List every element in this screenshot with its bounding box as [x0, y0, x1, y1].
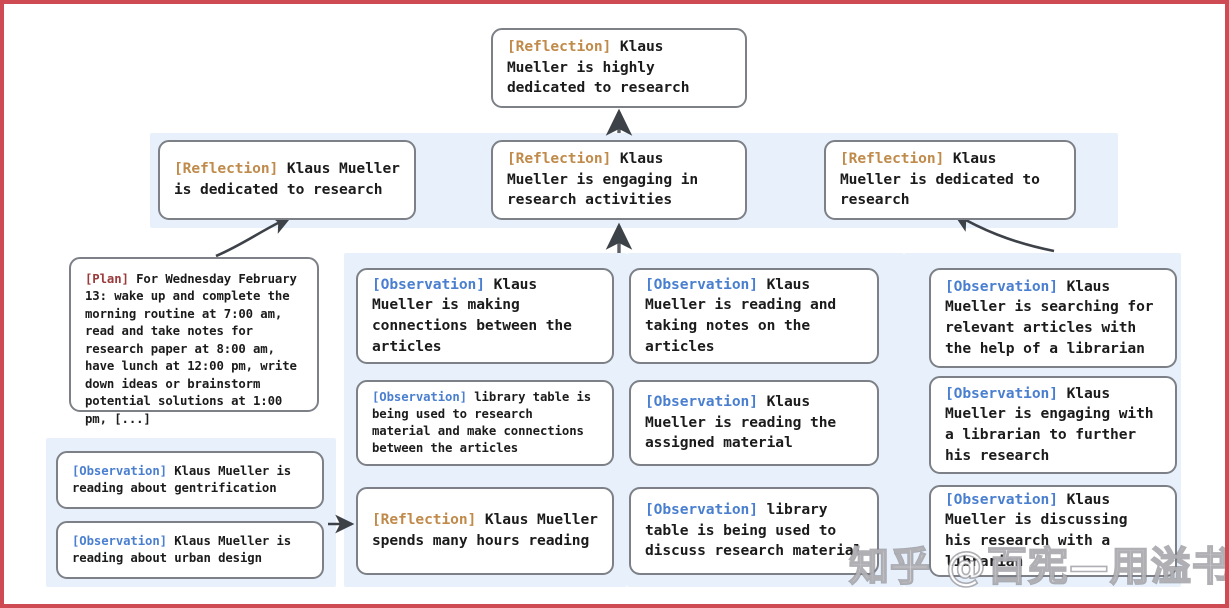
- node-reflection-right-body: Klaus Mueller is dedicated to research: [840, 149, 1049, 209]
- node-observation-library-table-connections-body: library table is being used to research …: [372, 390, 599, 455]
- node-reflection-middle-body: Klaus Mueller is engaging in research ac…: [507, 149, 707, 209]
- node-observation-discussing-librarian[interactable]: [Observation] Klaus Mueller is discussin…: [929, 485, 1177, 577]
- tag-reflection: [Reflection]: [507, 37, 612, 55]
- tag-reflection: [Reflection]: [840, 149, 945, 167]
- tag-observation: [Observation]: [372, 390, 467, 405]
- node-observation-gentrification-body: Klaus Mueller is reading about gentrific…: [72, 463, 299, 495]
- node-plan[interactable]: [Plan] For Wednesday February 13: wake u…: [69, 257, 319, 426]
- node-reflection-many-hours[interactable]: [Reflection] Klaus Mueller spends many h…: [356, 487, 614, 575]
- node-observation-library-table-discuss-body: library table is being used to discuss r…: [645, 500, 863, 560]
- tag-plan: [Plan]: [85, 272, 129, 286]
- node-reflection-right-text: [Reflection] Klaus Mueller is dedicated …: [840, 149, 1060, 211]
- node-observation-engaging-librarian-text: [Observation] Klaus Mueller is engaging …: [945, 384, 1161, 467]
- node-observation-gentrification[interactable]: [Observation] Klaus Mueller is reading a…: [56, 451, 324, 509]
- node-observation-assigned-material-text: [Observation] Klaus Mueller is reading t…: [645, 392, 863, 454]
- node-reflection-middle[interactable]: [Reflection] Klaus Mueller is engaging i…: [491, 140, 747, 220]
- node-reflection-many-hours-body: Klaus Mueller spends many hours reading: [372, 511, 607, 549]
- node-reflection-left[interactable]: [Reflection] Klaus Mueller is dedicated …: [158, 140, 416, 220]
- node-observation-connections-text: [Observation] Klaus Mueller is making co…: [372, 275, 598, 358]
- node-observation-library-table-discuss[interactable]: [Observation] library table is being use…: [629, 487, 879, 575]
- node-observation-urban-design[interactable]: [Observation] Klaus Mueller is reading a…: [56, 521, 324, 579]
- node-plan-body: For Wednesday February 13: wake up and c…: [85, 272, 305, 426]
- node-observation-searching-articles-body: Klaus Mueller is searching for relevant …: [945, 277, 1163, 357]
- node-observation-reading-notes-text: [Observation] Klaus Mueller is reading a…: [645, 275, 863, 358]
- tag-observation: [Observation]: [372, 275, 485, 293]
- tag-observation: [Observation]: [645, 392, 758, 410]
- node-observation-engaging-librarian-body: Klaus Mueller is engaging with a librari…: [945, 384, 1163, 464]
- node-root-body: Klaus Mueller is highly dedicated to res…: [507, 37, 690, 97]
- node-observation-discussing-librarian-text: [Observation] Klaus Mueller is discussin…: [945, 490, 1161, 573]
- tag-observation: [Observation]: [645, 275, 758, 293]
- node-observation-library-table-connections[interactable]: [Observation] library table is being use…: [356, 380, 614, 466]
- node-observation-assigned-material-body: Klaus Mueller is reading the assigned ma…: [645, 392, 845, 452]
- node-observation-connections[interactable]: [Observation] Klaus Mueller is making co…: [356, 268, 614, 364]
- node-observation-connections-body: Klaus Mueller is making connections betw…: [372, 275, 581, 355]
- node-observation-library-table-connections-text: [Observation] library table is being use…: [372, 389, 598, 457]
- node-observation-reading-notes[interactable]: [Observation] Klaus Mueller is reading a…: [629, 268, 879, 364]
- node-observation-searching-articles-text: [Observation] Klaus Mueller is searching…: [945, 277, 1161, 360]
- node-observation-reading-notes-body: Klaus Mueller is reading and taking note…: [645, 275, 845, 355]
- node-observation-engaging-librarian[interactable]: [Observation] Klaus Mueller is engaging …: [929, 376, 1177, 474]
- tag-observation: [Observation]: [945, 277, 1058, 295]
- tag-reflection: [Reflection]: [174, 160, 279, 178]
- node-plan-text: [Plan] For Wednesday February 13: wake u…: [85, 271, 303, 428]
- tag-observation: [Observation]: [645, 500, 758, 518]
- diagram-canvas: [Reflection] Klaus Mueller is highly ded…: [4, 4, 1225, 604]
- tag-observation: [Observation]: [72, 533, 167, 548]
- node-observation-urban-design-body: Klaus Mueller is reading about urban des…: [72, 533, 299, 565]
- node-reflection-left-body: Klaus Mueller is dedicated to research: [174, 160, 409, 198]
- node-reflection-middle-text: [Reflection] Klaus Mueller is engaging i…: [507, 149, 731, 211]
- node-observation-searching-articles[interactable]: [Observation] Klaus Mueller is searching…: [929, 268, 1177, 368]
- node-reflection-many-hours-text: [Reflection] Klaus Mueller spends many h…: [372, 510, 598, 551]
- node-root-text: [Reflection] Klaus Mueller is highly ded…: [507, 37, 731, 99]
- node-observation-assigned-material[interactable]: [Observation] Klaus Mueller is reading t…: [629, 380, 879, 466]
- node-reflection-right[interactable]: [Reflection] Klaus Mueller is dedicated …: [824, 140, 1076, 220]
- node-observation-gentrification-text: [Observation] Klaus Mueller is reading a…: [72, 463, 308, 497]
- tag-observation: [Observation]: [72, 463, 167, 478]
- zhihu-watermark: 知乎 @百宪—用溢书生: [848, 543, 1229, 591]
- node-observation-library-table-discuss-text: [Observation] library table is being use…: [645, 500, 863, 562]
- node-reflection-left-text: [Reflection] Klaus Mueller is dedicated …: [174, 159, 400, 200]
- tag-reflection: [Reflection]: [372, 511, 477, 529]
- tag-reflection: [Reflection]: [507, 149, 612, 167]
- node-observation-discussing-librarian-body: Klaus Mueller is discussing his research…: [945, 490, 1137, 570]
- tag-observation: [Observation]: [945, 384, 1058, 402]
- node-root-reflection[interactable]: [Reflection] Klaus Mueller is highly ded…: [491, 28, 747, 108]
- tag-observation: [Observation]: [945, 490, 1058, 508]
- node-observation-urban-design-text: [Observation] Klaus Mueller is reading a…: [72, 533, 308, 567]
